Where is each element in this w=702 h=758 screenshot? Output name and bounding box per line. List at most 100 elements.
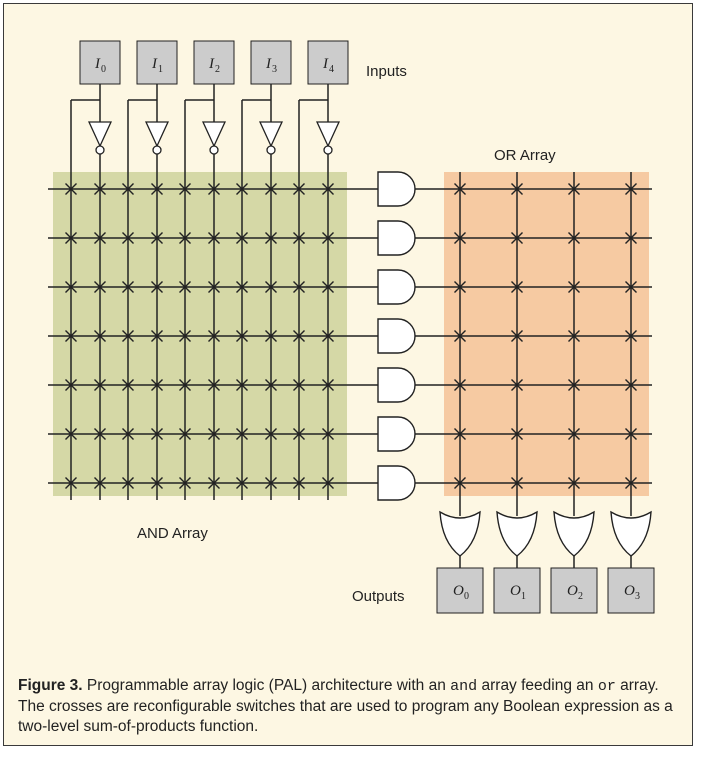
and-gate-1 (377, 220, 416, 256)
and-switch-r2-c4t-b (293, 281, 305, 293)
and-switch-r3-c0c-b (94, 330, 106, 342)
and-switch-r4-c0t (65, 379, 77, 391)
and-switch-r1-c3c (265, 232, 277, 244)
or-switch-r0-c3-b (625, 183, 637, 195)
inverter-bubble-2 (209, 145, 219, 155)
or-array-label: OR Array (494, 147, 556, 164)
or-switch-r4-c1-b (511, 379, 523, 391)
and-switch-r6-c0t (65, 477, 77, 489)
inverter-4 (315, 121, 341, 148)
input-sub-4: 4 (329, 64, 334, 75)
and-switch-r1-c2t (179, 232, 191, 244)
and-switch-r4-c2c (208, 379, 220, 391)
caption-code-and: and (450, 678, 478, 695)
and-switch-r3-c1t (122, 330, 134, 342)
and-switch-r3-c1t-b (122, 330, 134, 342)
or-switch-r4-c2 (568, 379, 580, 391)
or-switch-r4-c0 (454, 379, 466, 391)
and-switch-r0-c3c-b (265, 183, 277, 195)
and-switch-r4-c1t (122, 379, 134, 391)
and-switch-r5-c3t-b (236, 428, 248, 440)
or-gate-3 (610, 510, 652, 557)
and-gate-5 (377, 416, 416, 452)
inverter-bubble-3 (266, 145, 276, 155)
input-box-3 (250, 40, 292, 85)
and-switch-r5-c0c-b (94, 428, 106, 440)
and-switch-r1-c4t (293, 232, 305, 244)
and-switch-r1-c3t (236, 232, 248, 244)
inverter-0 (87, 121, 113, 148)
and-switch-r0-c0c (94, 183, 106, 195)
and-switch-r4-c4c-b (322, 379, 334, 391)
output-box-1 (493, 567, 541, 614)
input-label-2: I (208, 56, 215, 72)
or-switch-r6-c0 (454, 477, 466, 489)
and-switch-r4-c3t (236, 379, 248, 391)
inverter-bubble-4 (323, 145, 333, 155)
caption-code-or: or (597, 678, 616, 695)
and-switch-r0-c0t-b (65, 183, 77, 195)
and-switch-r1-c4t-b (293, 232, 305, 244)
and-switch-r6-c1c (151, 477, 163, 489)
inverter-2 (201, 121, 227, 148)
and-switch-r6-c0t-b (65, 477, 77, 489)
and-switch-r4-c3t-b (236, 379, 248, 391)
or-switch-r0-c1 (511, 183, 523, 195)
and-switch-r0-c1c (151, 183, 163, 195)
and-switch-r2-c0t (65, 281, 77, 293)
or-switch-r3-c2-b (568, 330, 580, 342)
or-switch-r6-c3-b (625, 477, 637, 489)
and-switch-r6-c2c (208, 477, 220, 489)
and-switch-r3-c1c (151, 330, 163, 342)
and-gate-0 (377, 171, 416, 207)
and-switch-r2-c2c-b (208, 281, 220, 293)
and-switch-r2-c1c-b (151, 281, 163, 293)
and-switch-r5-c4t (293, 428, 305, 440)
and-switch-r0-c3c (265, 183, 277, 195)
or-switch-r4-c0-b (454, 379, 466, 391)
gates (87, 121, 652, 557)
and-switch-r2-c3c-b (265, 281, 277, 293)
and-gate-4 (377, 367, 416, 403)
or-switch-r1-c0-b (454, 232, 466, 244)
outputs-label: Outputs (352, 588, 405, 605)
or-switch-r0-c1-b (511, 183, 523, 195)
or-switch-r4-c3 (625, 379, 637, 391)
or-switch-r3-c1-b (511, 330, 523, 342)
or-switch-r2-c1-b (511, 281, 523, 293)
and-switch-r2-c3c (265, 281, 277, 293)
switch-crosses (65, 183, 637, 489)
and-switch-r5-c2t-b (179, 428, 191, 440)
and-switch-r6-c0c-b (94, 477, 106, 489)
or-switch-r6-c3 (625, 477, 637, 489)
and-switch-r3-c4c-b (322, 330, 334, 342)
and-switch-r5-c1t-b (122, 428, 134, 440)
and-switch-r0-c3t-b (236, 183, 248, 195)
and-switch-r5-c0t-b (65, 428, 77, 440)
inverter-bubble-0 (95, 145, 105, 155)
and-switch-r0-c3t (236, 183, 248, 195)
output-box-2 (550, 567, 598, 614)
or-switch-r1-c1-b (511, 232, 523, 244)
and-switch-r3-c2t-b (179, 330, 191, 342)
and-switch-r1-c4c-b (322, 232, 334, 244)
inverter-bubble-1 (152, 145, 162, 155)
and-switch-r4-c3c (265, 379, 277, 391)
and-switch-r0-c4t (293, 183, 305, 195)
figure-number: Figure 3. (18, 677, 83, 694)
or-switch-r2-c3-b (625, 281, 637, 293)
or-switch-r5-c2 (568, 428, 580, 440)
and-switch-r1-c1c (151, 232, 163, 244)
and-switch-r3-c0t (65, 330, 77, 342)
or-switch-r5-c3-b (625, 428, 637, 440)
and-switch-r1-c0c (94, 232, 106, 244)
and-switch-r0-c1t (122, 183, 134, 195)
inverter-1 (144, 121, 170, 148)
and-switch-r1-c4c (322, 232, 334, 244)
or-switch-r0-c0-b (454, 183, 466, 195)
and-gate-2 (377, 269, 416, 305)
input-sub-3: 3 (272, 64, 277, 75)
or-switch-r5-c1-b (511, 428, 523, 440)
